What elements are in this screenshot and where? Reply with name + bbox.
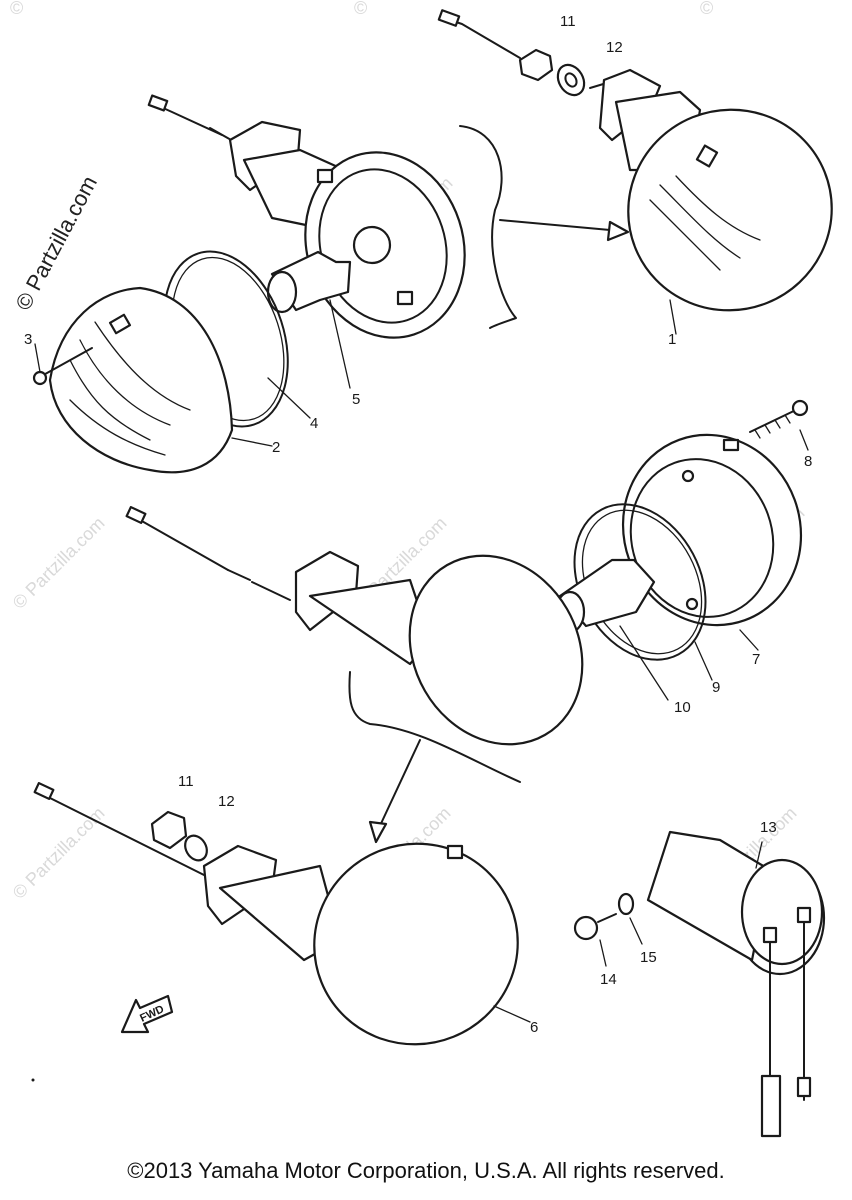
top-mark-1: © xyxy=(10,0,23,18)
callout-3: 3 xyxy=(24,331,32,348)
callout-8: 8 xyxy=(804,453,812,470)
watermark-tile: © Partzilla.com xyxy=(9,803,109,903)
callout-11-top: 11 xyxy=(560,13,576,30)
callout-12-bottom: 12 xyxy=(218,793,235,810)
callout-13: 13 xyxy=(760,819,777,836)
callout-14: 14 xyxy=(600,971,617,988)
callout-2: 2 xyxy=(272,439,280,456)
watermark-main: © Partzilla.com xyxy=(10,172,102,315)
callout-11-bottom: 11 xyxy=(178,773,194,790)
callout-7: 7 xyxy=(752,651,760,668)
callout-6: 6 xyxy=(530,1019,538,1036)
callout-15: 15 xyxy=(640,949,657,966)
callout-4: 4 xyxy=(310,415,318,432)
copyright-notice: ©2013 Yamaha Motor Corporation, U.S.A. A… xyxy=(127,1158,725,1183)
top-mark-2: © xyxy=(354,0,367,18)
callout-12-top: 12 xyxy=(606,39,623,56)
callout-1: 1 xyxy=(668,331,676,348)
stray-dot xyxy=(31,1078,35,1082)
watermark-tile: © Partzilla.com xyxy=(9,513,109,613)
exploded-flasher-top xyxy=(32,94,466,474)
flasher-relay xyxy=(573,830,826,1138)
callout-10: 10 xyxy=(674,699,691,716)
callout-9: 9 xyxy=(712,679,720,696)
exploded-flasher-middle xyxy=(125,399,809,844)
assembled-flasher-bottom: FWD xyxy=(33,781,531,1046)
callout-5: 5 xyxy=(352,391,360,408)
assembled-flasher-top xyxy=(437,9,833,335)
top-mark-3: © xyxy=(700,0,713,18)
